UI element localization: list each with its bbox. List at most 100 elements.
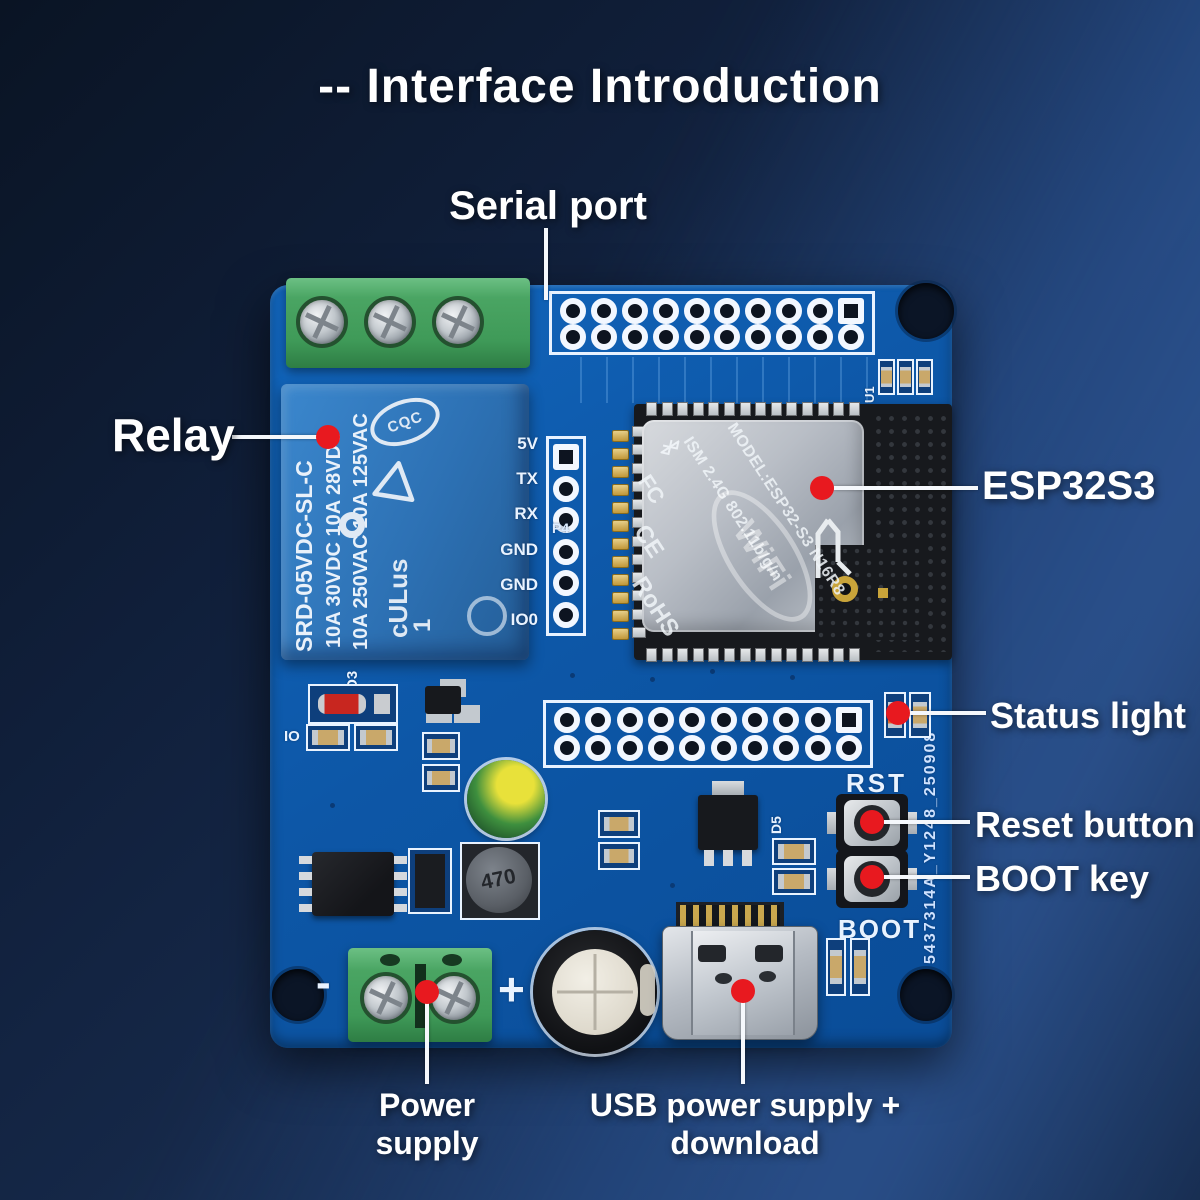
pin-hole: [807, 324, 833, 350]
inductor-value: 470: [479, 864, 519, 895]
pin-hole: [554, 735, 580, 761]
terminal-screw: [364, 296, 416, 348]
pcb-traces: [556, 357, 886, 403]
pin-hole: [773, 707, 800, 733]
wire-hole: [442, 954, 462, 966]
relay-marker-dot: [316, 425, 340, 449]
silkscreen-u1: U1: [862, 386, 877, 403]
module-pad: [612, 484, 629, 496]
module-pad: [612, 610, 629, 622]
module-pad: [833, 402, 845, 416]
pin-hole: [714, 324, 741, 350]
usb-power-label: USB power supply + download: [589, 1087, 901, 1162]
pin-hole: [776, 324, 803, 350]
smd-component: [897, 359, 914, 395]
pin-row: [560, 298, 864, 324]
status-light-marker-dot: [886, 701, 910, 725]
chip-legs-left: [299, 856, 312, 912]
pin-hole: [560, 298, 586, 324]
castellated-board-pads: [612, 430, 629, 640]
relay-corner-circle: [467, 596, 507, 636]
mounting-hole-bottom-left: [272, 969, 324, 1021]
module-pad: [817, 648, 829, 662]
pin-hole: [835, 707, 862, 733]
module-pad: [739, 648, 751, 662]
module-pad: [692, 648, 704, 662]
silkscreen-rst: RST: [846, 768, 907, 798]
reset-leader-line: [884, 820, 970, 824]
module-pad: [755, 402, 767, 416]
module-pad: [612, 592, 629, 604]
pin-hole: [837, 298, 864, 324]
capacitor-stripe: [640, 964, 655, 1016]
module-pad: [739, 402, 751, 416]
pin-hole: [647, 735, 674, 761]
usb-leader-line: [741, 1002, 745, 1084]
pin-hole: [773, 735, 800, 761]
silkscreen-minus: -: [316, 958, 331, 1007]
pin-hole: [807, 298, 833, 324]
module-pad: [612, 538, 629, 550]
diode-body: [318, 694, 366, 714]
pin-hole: [804, 735, 831, 761]
pin-hole: [560, 324, 586, 350]
smd-cap: [850, 938, 870, 996]
module-pad: [802, 648, 814, 662]
pin-hole: [683, 298, 710, 324]
smd-cap: [772, 868, 816, 895]
pin-hole: [590, 324, 617, 350]
pin-hole: [616, 707, 643, 733]
module-pad: [848, 402, 860, 416]
pin-hole: [745, 298, 772, 324]
power-leader-line: [425, 1002, 429, 1084]
module-pad: [612, 502, 629, 514]
pcb-vias: [570, 673, 575, 678]
ipex-connector: [832, 576, 858, 602]
module-pad: [755, 648, 767, 662]
serial-pin-labels: 5V TX RX GND GND IO0: [470, 434, 538, 630]
status-light-label: Status light: [990, 695, 1186, 736]
module-pad: [612, 430, 629, 442]
silkscreen-io: IO: [284, 728, 300, 745]
pin-hole: [714, 298, 741, 324]
relay-terminal-block: [286, 278, 530, 368]
pin-hole: [554, 707, 580, 733]
pin-hole: [621, 298, 648, 324]
pin-hole: [590, 298, 617, 324]
module-pad: [646, 648, 657, 662]
smd-resistor: [306, 724, 350, 751]
pin-label-rx: RX: [514, 504, 538, 524]
middle-pin-header: [543, 700, 873, 768]
module-pad: [817, 402, 829, 416]
pin-hole: [776, 298, 803, 324]
terminal-screw: [296, 296, 348, 348]
module-pad: [833, 648, 845, 662]
module-pad: [632, 626, 646, 638]
power-supply-label: Power supply: [375, 1087, 479, 1162]
power-inductor: 470: [460, 842, 540, 920]
smd-resistor: [422, 764, 460, 792]
status-led-2: [909, 692, 931, 738]
usb-notch: [755, 945, 783, 962]
regulator-tab: [712, 781, 744, 795]
pin-hole: [553, 507, 579, 534]
pin-hole: [616, 735, 643, 761]
pin-label-io0: IO0: [510, 609, 538, 629]
module-pad: [661, 648, 673, 662]
donut-mark: [339, 512, 365, 538]
diode-pad: [374, 694, 390, 714]
serial-port-leader-line: [544, 228, 548, 300]
module-pad: [708, 648, 720, 662]
module-pad: [612, 448, 629, 460]
module-pad: [661, 402, 673, 416]
module-pad: [770, 402, 782, 416]
usb-hole: [715, 973, 732, 984]
smd-component: [878, 359, 895, 395]
pin-hole: [679, 735, 706, 761]
smd-resistor: [354, 724, 398, 751]
pin-label-tx: TX: [516, 469, 538, 489]
pin-hole: [710, 735, 737, 761]
module-pad: [612, 574, 629, 586]
pin-hole: [679, 707, 706, 733]
pin-hole: [837, 324, 864, 350]
